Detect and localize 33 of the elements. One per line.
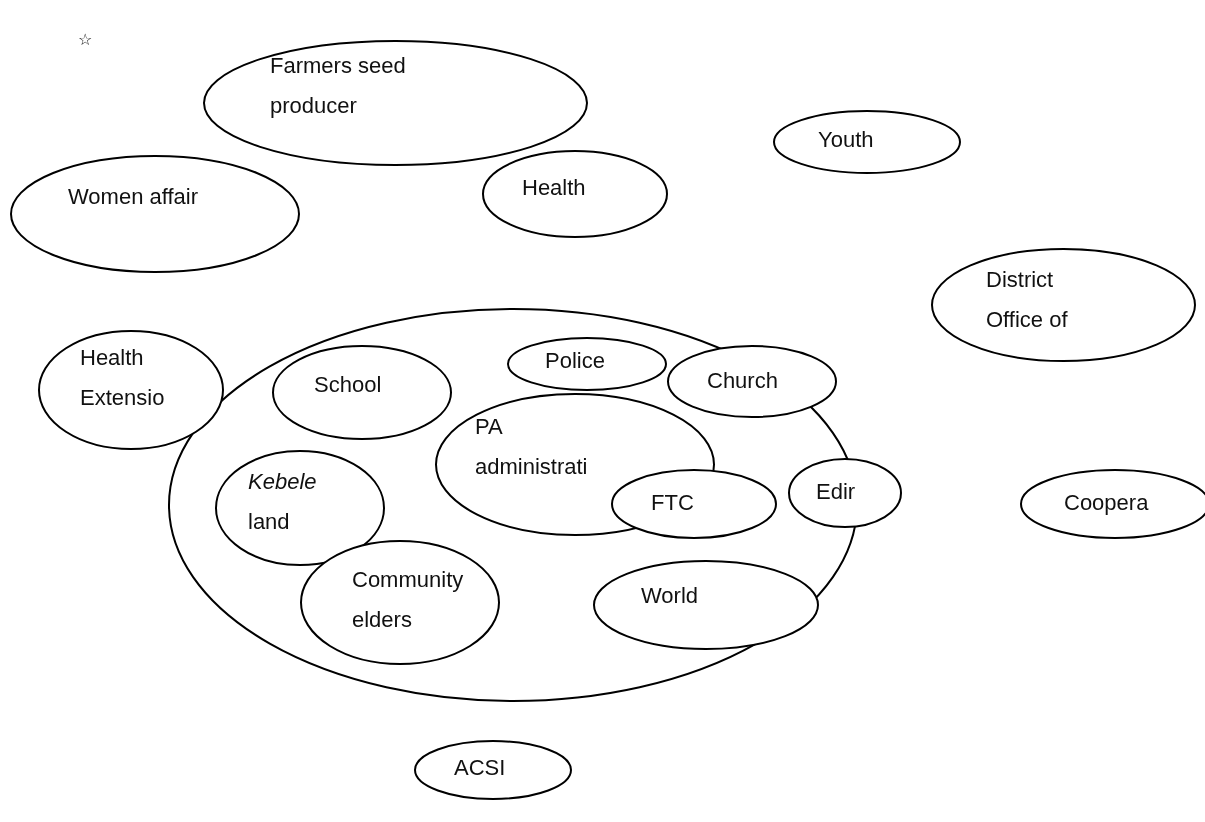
organization-name: Coopera [1064,489,1150,517]
organization-name: Edir [816,478,857,506]
organization-name: World [641,582,700,610]
organization-name: Community elders [352,566,465,634]
organization-name: School [314,371,383,399]
organization-ellipse [788,458,902,528]
organization-ellipse [611,469,777,539]
organization-name: FTC [651,489,695,517]
organization-name: Kebele land [248,468,318,536]
organization-ellipse [215,450,385,566]
organization-name: ACSI [454,754,507,782]
organization-name: Church [707,367,779,395]
organization-ellipse [482,150,668,238]
star-symbol: ☆ [78,30,92,50]
organization-name: Farmers seed producer [270,52,407,120]
organization-ellipse [38,330,224,450]
organization-ellipse [931,248,1196,362]
organization-ellipse [10,155,300,273]
organization-ellipse [300,540,500,665]
organization-name: Health [522,174,587,202]
organization-ellipse [773,110,961,174]
organization-name: Youth [818,126,875,154]
organization-ellipse [272,345,452,440]
organization-ellipse [593,560,819,650]
organization-ellipse [414,740,572,800]
organization-ellipse [507,337,667,391]
organization-name: Women affair [68,183,200,211]
organization-name: Police [545,347,606,375]
organization-ellipse [203,40,588,166]
organization-name: District Office of [986,266,1069,334]
organization-ellipse [667,345,837,418]
organization-name: Health Extensio [80,344,166,412]
organization-name: PA administrati [475,413,589,481]
